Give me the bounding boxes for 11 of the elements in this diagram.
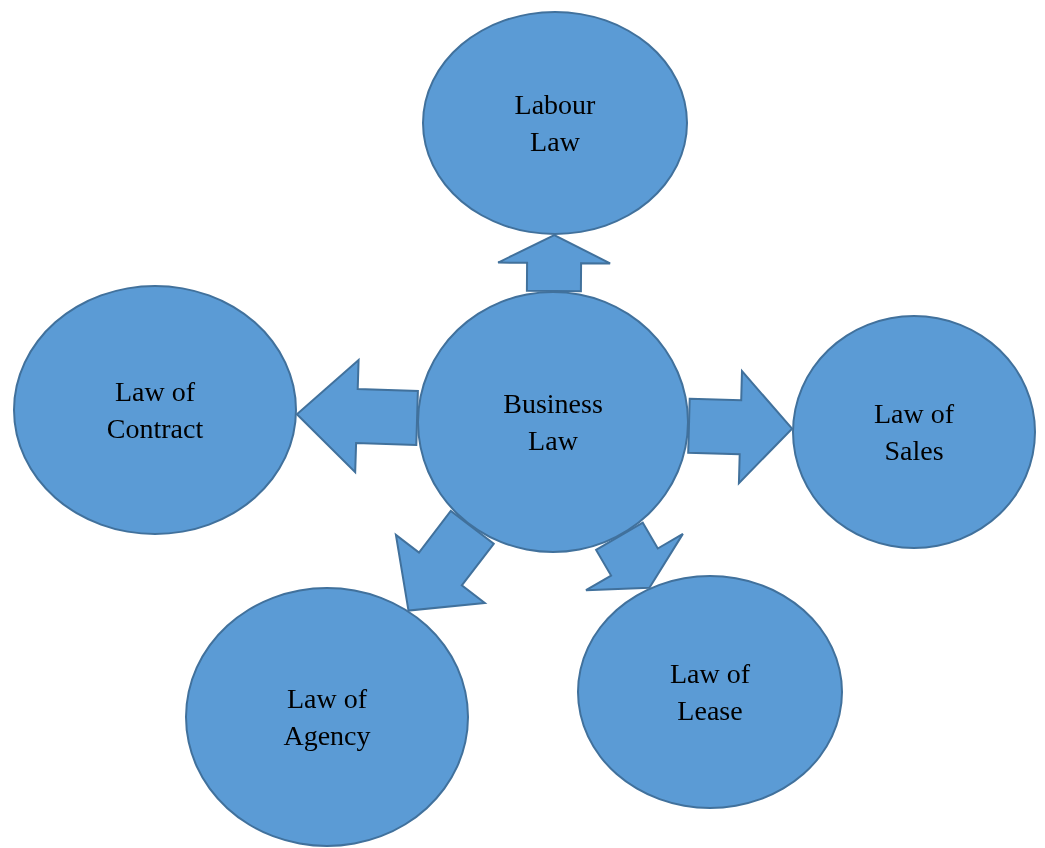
block-arrow bbox=[497, 233, 612, 293]
block-arrow bbox=[295, 357, 419, 475]
node-label: Law of Agency bbox=[282, 682, 372, 753]
node-label: Law of Lease bbox=[668, 657, 752, 728]
node-label: Labour Law bbox=[513, 88, 597, 159]
block-arrow bbox=[687, 368, 794, 486]
block-arrow bbox=[585, 521, 684, 592]
node-label: Law of Sales bbox=[872, 397, 956, 468]
node-label: Business Law bbox=[502, 387, 604, 458]
node-label: Law of Contract bbox=[105, 375, 205, 446]
block-arrow bbox=[394, 509, 496, 612]
